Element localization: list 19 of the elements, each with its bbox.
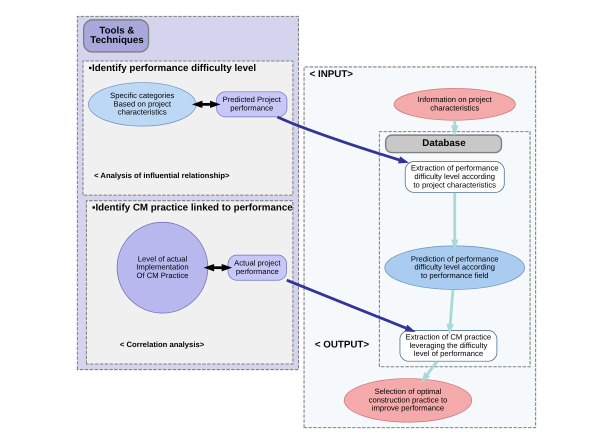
arrow	[451, 192, 458, 250]
node-ellipse: Selection of optimal construction practice to improve performance	[344, 378, 472, 422]
node-box: Extraction of performance difficulty level according to project characteristics	[404, 161, 505, 193]
arrow	[276, 116, 410, 164]
node-box: Predicted Project performance	[216, 91, 288, 118]
arrow	[421, 360, 438, 383]
node-ellipse: Specific categories Based on project characteristics	[88, 82, 196, 126]
arrow	[192, 100, 221, 108]
node-circle: Level of actual Implementation Of CM Practice	[116, 222, 208, 314]
label: < OUTPUT>	[314, 340, 370, 351]
arrow	[286, 278, 416, 332]
arrow	[446, 289, 454, 335]
node-ellipse: Information on project characteristics	[394, 88, 516, 121]
arrow	[204, 264, 232, 272]
node-label: < Analysis of influential relationship>	[94, 171, 230, 180]
node-label: < Correlation analysis>	[120, 340, 204, 350]
node-box: Actual project performance	[228, 254, 287, 281]
node-box: Extraction of CM practice leveraging the difficulty level of performance	[400, 330, 498, 362]
node-ellipse: Prediction of performance difficulty level according to performance field	[384, 246, 526, 290]
